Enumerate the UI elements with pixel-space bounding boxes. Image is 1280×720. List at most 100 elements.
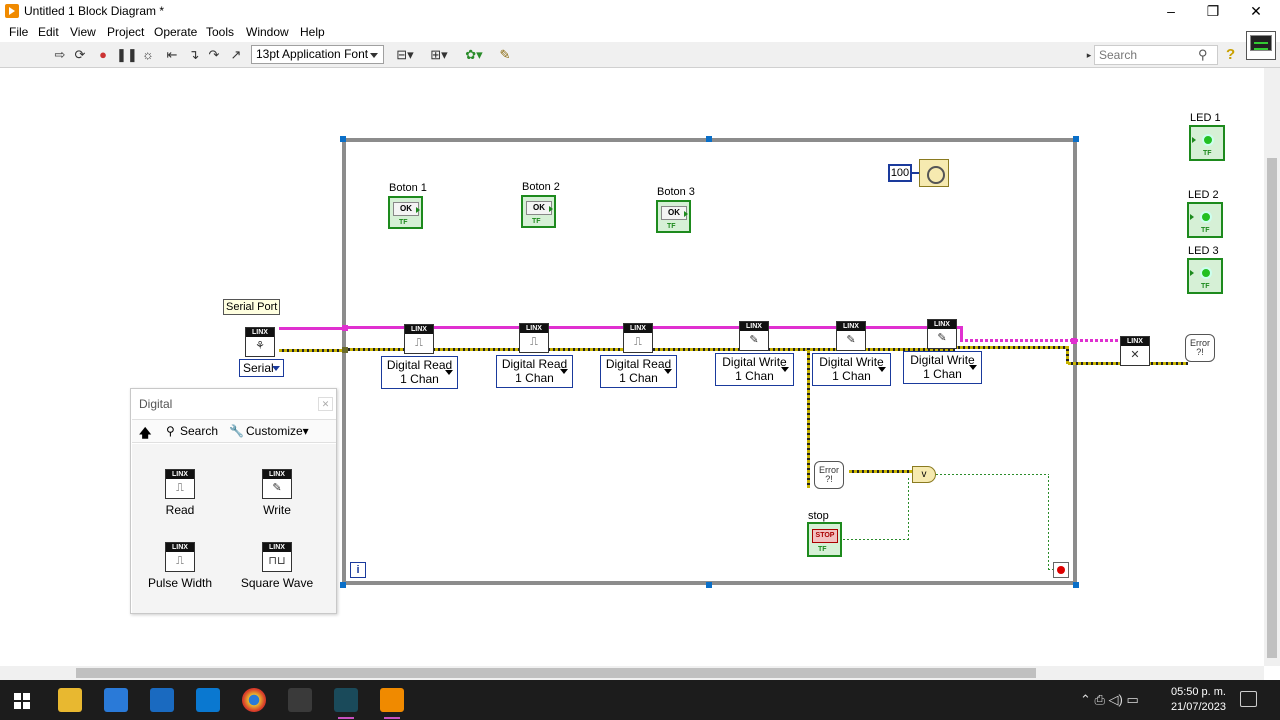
system-tray-icons[interactable]: ⌃ ⎙ ◁) ▭ bbox=[1080, 692, 1139, 707]
close-button[interactable]: ✕ bbox=[1250, 3, 1262, 19]
digital-read-node[interactable]: LINX⎍ bbox=[519, 323, 549, 353]
window-title: Untitled 1 Block Diagram * bbox=[24, 4, 165, 18]
menu-window[interactable]: Window bbox=[246, 25, 289, 39]
run-continuously-icon[interactable]: ⟳ bbox=[74, 47, 86, 62]
led-3-terminal[interactable]: TF bbox=[1187, 258, 1223, 294]
abort-icon[interactable]: ● bbox=[99, 47, 107, 62]
menu-file[interactable]: File bbox=[9, 25, 29, 39]
vertical-scroll-thumb[interactable] bbox=[1267, 158, 1277, 658]
plug-icon: ⚘ bbox=[255, 340, 265, 352]
highlight-execution-icon[interactable]: ☼ bbox=[142, 47, 154, 62]
led-2-terminal[interactable]: TF bbox=[1187, 202, 1223, 238]
menu-help[interactable]: Help bbox=[300, 25, 325, 39]
palette-item-square-wave[interactable]: LINX⊓⊔Square Wave bbox=[240, 542, 314, 590]
palette-search-button[interactable]: Search bbox=[180, 424, 219, 438]
labview-icon[interactable] bbox=[380, 688, 404, 719]
serial-port-control[interactable]: Serial bbox=[239, 359, 284, 377]
notification-icon[interactable] bbox=[1240, 691, 1257, 707]
loop-handle[interactable] bbox=[1073, 582, 1079, 588]
clean-up-diagram-icon[interactable]: ✎ bbox=[499, 47, 511, 62]
boolean-wire bbox=[1048, 569, 1055, 570]
serial-port-label: Serial Port bbox=[223, 299, 281, 315]
horizontal-scrollbar[interactable] bbox=[0, 666, 1264, 680]
digital-write-node[interactable]: LINX✎ bbox=[739, 321, 769, 351]
vertical-scrollbar[interactable] bbox=[1264, 68, 1280, 666]
menu-project[interactable]: Project bbox=[107, 25, 145, 39]
loop-handle[interactable] bbox=[706, 582, 712, 588]
led-icon bbox=[1200, 211, 1212, 223]
digital-write-node[interactable]: LINX✎ bbox=[836, 321, 866, 351]
menu-tools[interactable]: Tools bbox=[206, 25, 235, 39]
palette-item-write[interactable]: LINX✎Write bbox=[262, 469, 292, 517]
led-1-terminal[interactable]: TF bbox=[1189, 125, 1225, 161]
step-into-icon[interactable]: ↴ bbox=[188, 47, 200, 62]
up-arrow-icon[interactable]: 🡅 bbox=[139, 426, 152, 440]
step-out-icon[interactable]: ↗ bbox=[230, 47, 242, 62]
retain-wire-values-icon[interactable]: ⇤ bbox=[166, 47, 178, 62]
search-icon[interactable]: ⚲ bbox=[1198, 47, 1208, 62]
digital-write-node[interactable]: LINX✎ bbox=[927, 319, 957, 349]
menu-operate[interactable]: Operate bbox=[154, 25, 198, 39]
file-explorer-icon[interactable] bbox=[58, 688, 82, 712]
loop-handle[interactable] bbox=[340, 582, 346, 588]
horizontal-scroll-thumb[interactable] bbox=[76, 668, 1036, 678]
pause-icon[interactable]: ❚❚ bbox=[116, 47, 138, 62]
palette-item-read[interactable]: LINX⎍Read bbox=[165, 469, 195, 517]
run-arrow-icon[interactable]: ⇨ bbox=[54, 47, 66, 62]
digital-palette[interactable]: Digital ✕ 🡅 ⚲ Search 🔧 Customize▾ LINX⎍R… bbox=[130, 388, 337, 614]
menu-edit[interactable]: Edit bbox=[38, 25, 59, 39]
iteration-terminal[interactable]: i bbox=[350, 562, 366, 578]
windows-start-icon[interactable] bbox=[14, 693, 30, 709]
app-icon[interactable] bbox=[288, 688, 312, 712]
font-selector[interactable]: 13pt Application Font bbox=[251, 45, 384, 64]
led-2-label: LED 2 bbox=[1188, 189, 1219, 201]
minimize-button[interactable]: – bbox=[1167, 3, 1175, 19]
vscode-icon[interactable] bbox=[196, 688, 220, 712]
search-expand-arrow-icon[interactable]: ▸ bbox=[1086, 50, 1092, 60]
loop-handle[interactable] bbox=[706, 136, 712, 142]
wait-constant[interactable]: 100 bbox=[888, 164, 912, 182]
loop-condition-terminal[interactable] bbox=[1053, 562, 1069, 578]
loop-handle[interactable] bbox=[1073, 136, 1079, 142]
digital-read-node[interactable]: LINX⎍ bbox=[404, 324, 434, 354]
palette-item-pulse-width[interactable]: LINX⎍Pulse Width bbox=[147, 542, 213, 590]
wait-ms-function[interactable] bbox=[919, 159, 949, 187]
wrench-icon[interactable]: 🔧 bbox=[229, 424, 244, 438]
vi-icon[interactable] bbox=[1246, 31, 1276, 60]
store-icon[interactable] bbox=[104, 688, 128, 712]
linx-open-serial[interactable]: LINX⚘ bbox=[245, 327, 275, 357]
distribute-objects-icon[interactable]: ⊞▾ bbox=[430, 47, 448, 62]
mail-icon[interactable] bbox=[150, 688, 174, 712]
palette-customize-button[interactable]: Customize▾ bbox=[246, 424, 309, 438]
search-icon[interactable]: ⚲ bbox=[166, 424, 175, 438]
toolbar: ⇨ ⟳ ● ❚❚ ☼ ⇤ ↴ ↷ ↗ 13pt Application Font… bbox=[0, 42, 1280, 68]
step-over-icon[interactable]: ↷ bbox=[208, 47, 220, 62]
digital-read-node[interactable]: LINX⎍ bbox=[623, 323, 653, 353]
output-arrow-icon bbox=[416, 207, 420, 213]
menu-view[interactable]: View bbox=[70, 25, 96, 39]
restore-button[interactable]: ❐ bbox=[1206, 3, 1220, 19]
simple-error-handler[interactable]: Error ?! bbox=[1185, 334, 1215, 362]
loop-handle[interactable] bbox=[340, 136, 346, 142]
align-objects-icon[interactable]: ⊟▾ bbox=[396, 47, 414, 62]
linx-close-node[interactable]: LINX✕ bbox=[1120, 336, 1150, 366]
taskbar-clock[interactable]: 05:50 p. m.21/07/2023 bbox=[1170, 686, 1226, 713]
unbundle-error-status[interactable]: Error ?! bbox=[814, 461, 844, 489]
context-help-icon[interactable]: ? bbox=[1226, 46, 1236, 63]
chrome-icon[interactable] bbox=[242, 688, 266, 712]
search-input[interactable]: Search bbox=[1094, 45, 1218, 65]
or-function[interactable]: v bbox=[912, 466, 936, 483]
arduino-icon[interactable] bbox=[334, 688, 358, 719]
palette-close-icon[interactable]: ✕ bbox=[318, 397, 333, 411]
reorder-icon[interactable]: ✿▾ bbox=[465, 47, 483, 62]
